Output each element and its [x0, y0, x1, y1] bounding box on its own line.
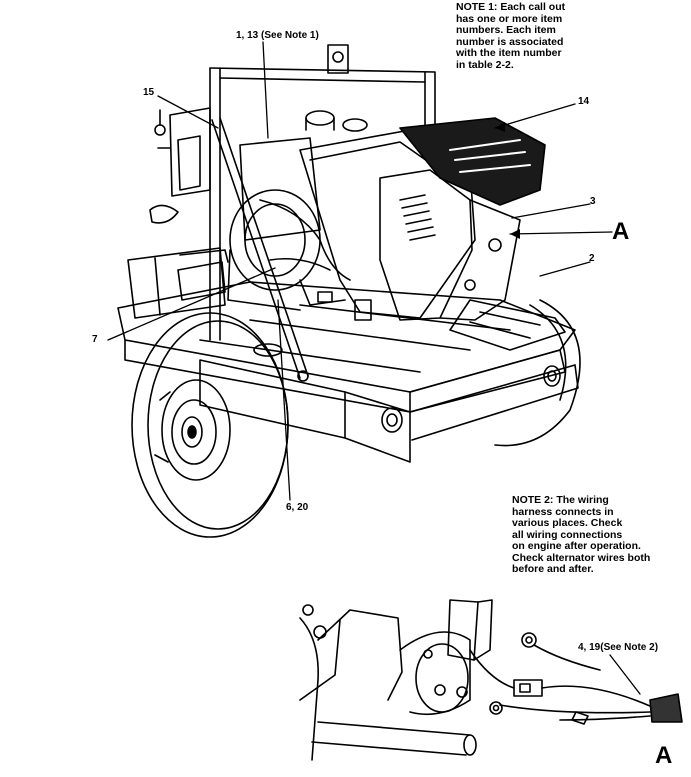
callout-6-20: 6, 20	[286, 502, 309, 513]
control-box	[149, 107, 211, 224]
detail-ref-inset: A	[655, 742, 673, 769]
callout-3: 3	[590, 196, 596, 207]
wheel	[131, 312, 289, 538]
callout-15: 15	[143, 87, 155, 98]
filler-cap	[253, 343, 283, 357]
callout-7: 7	[92, 334, 98, 345]
detail-ref-main: A	[612, 218, 630, 245]
arrowheads	[495, 122, 520, 239]
callout-2: 2	[589, 253, 595, 264]
rear-wheel	[494, 299, 581, 447]
callout-4-19: 4, 19(See Note 2)	[578, 642, 659, 653]
note-2: NOTE 2: The wiring harness connects in v…	[512, 494, 651, 575]
leader-lines	[107, 41, 613, 501]
callout-14: 14	[578, 96, 590, 107]
callout-1-13: 1, 13 (See Note 1)	[236, 30, 319, 41]
fuel-tank	[177, 249, 229, 301]
engine	[259, 110, 521, 321]
air-cleaner	[399, 117, 546, 206]
detail-a	[299, 599, 683, 761]
trailer-frame	[117, 247, 579, 463]
note-1: NOTE 1: Each call out has one or more it…	[456, 1, 566, 71]
